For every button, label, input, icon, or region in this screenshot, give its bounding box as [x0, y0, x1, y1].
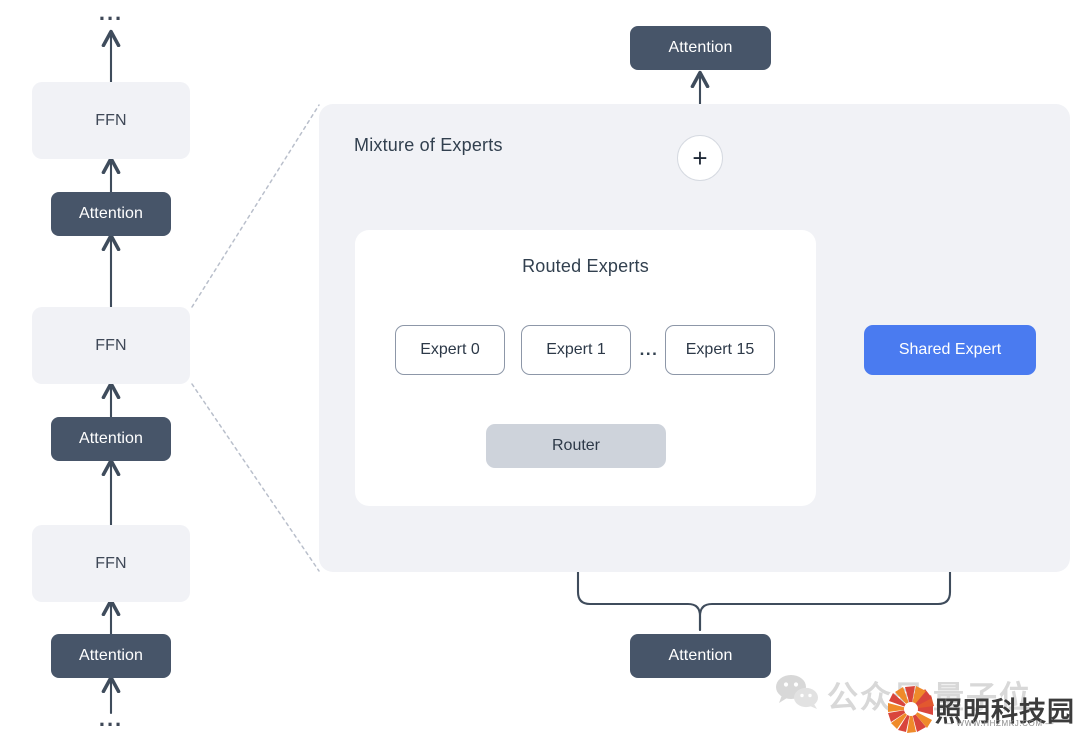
- left-stack-top-ellipsis: ...: [98, 0, 124, 25]
- watermark-logo-url: — WWW.HHZMKJ.COM —: [945, 719, 1055, 728]
- router-chip[interactable]: Router: [486, 424, 666, 468]
- watermark: 公众号 量子位: [775, 665, 1075, 733]
- left-stack-ffn-top[interactable]: FFN: [32, 82, 190, 159]
- expert-chip-0[interactable]: Expert 0: [395, 325, 505, 375]
- attention-output-block[interactable]: Attention: [630, 26, 771, 70]
- wire-zoom-bottom-dashed: [191, 383, 320, 572]
- watermark-logo-text: 照明科技园: [935, 697, 1075, 727]
- shared-expert-chip[interactable]: Shared Expert: [864, 325, 1036, 375]
- routed-experts-title: Routed Experts: [522, 256, 649, 276]
- attention-input-block[interactable]: Attention: [630, 634, 771, 678]
- wechat-icon: [776, 675, 818, 709]
- left-stack-bottom-ellipsis: ...: [98, 706, 124, 731]
- watermark-wechat-label: 公众号: [827, 680, 926, 715]
- expert-chip-ellipsis: ...: [639, 340, 659, 359]
- left-stack-attention-bottom[interactable]: Attention: [51, 634, 171, 678]
- sum-combine-node[interactable]: +: [677, 135, 723, 181]
- left-stack-attention-top[interactable]: Attention: [51, 192, 171, 236]
- expert-chip-15[interactable]: Expert 15: [665, 325, 775, 375]
- left-stack-ffn-bottom[interactable]: FFN: [32, 525, 190, 602]
- left-stack-ffn-middle[interactable]: FFN: [32, 307, 190, 384]
- sunburst-logo-icon: [888, 686, 934, 733]
- watermark-account-label: 量子位: [933, 680, 1032, 715]
- left-stack-attention-middle[interactable]: Attention: [51, 417, 171, 461]
- mixture-of-experts-title: Mixture of Experts: [354, 135, 503, 155]
- wire-zoom-top-dashed: [191, 104, 320, 308]
- expert-chip-1[interactable]: Expert 1: [521, 325, 631, 375]
